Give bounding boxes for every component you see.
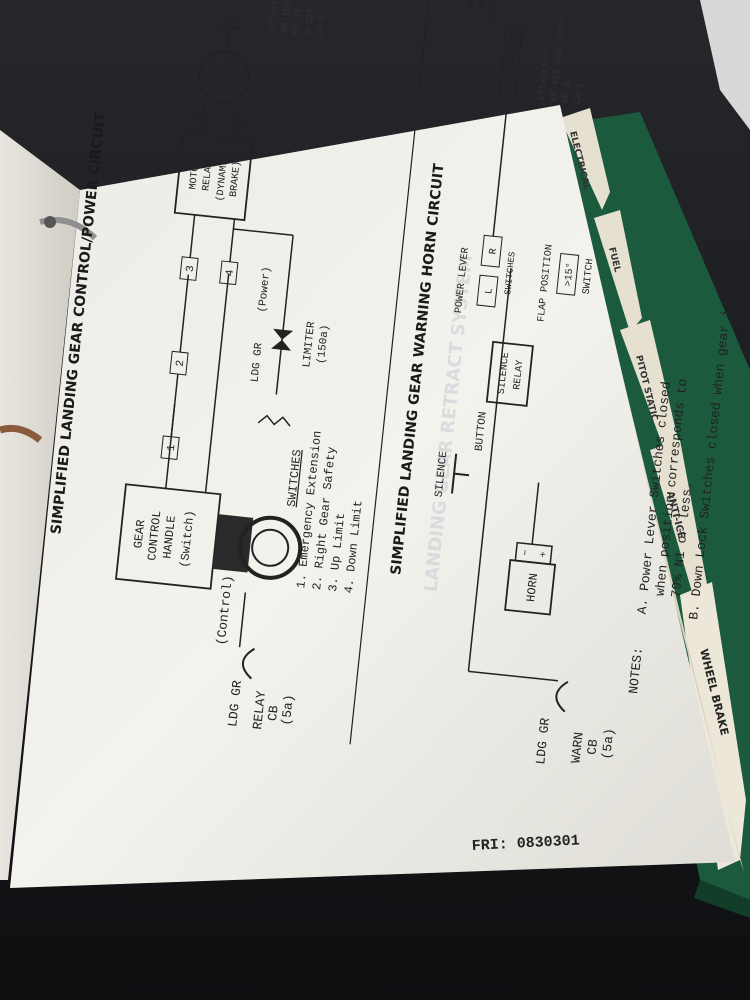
svg-text:SILENCE: SILENCE [434,450,451,498]
down-lock-switch-l [498,77,518,99]
svg-text:B-231: B-231 [303,8,316,36]
relay-cb-ldg: LDG GR [225,679,245,727]
svg-text:LA-1: LA-1 [315,15,327,38]
horn-label: HORN [524,572,541,602]
tab-wheel-brake [680,582,746,870]
relay-cb-amps: (5a) [279,694,297,727]
relay-cb-symbol [241,647,256,680]
svg-text:3: 3 [185,265,198,273]
fri-code: FRI: 0830301 [471,832,580,855]
svg-text:4: 4 [224,269,237,277]
svg-text:BE-1: BE-1 [561,81,573,104]
ground-symbol [219,25,240,30]
relay-cb-relay: RELAY [250,690,269,731]
svg-text:N: N [507,60,518,66]
svg-text:BRAKE): BRAKE) [228,160,244,197]
svg-text:LIMITER: LIMITER [301,321,318,369]
power-lever-switch-l [476,274,499,308]
binder-ring-bottom [0,424,43,443]
label-up: UP [190,113,201,125]
svg-text:L: L [484,288,496,295]
svg-text:SWITCHES: SWITCHES [503,251,517,295]
silence-relay-box [485,340,534,407]
svg-text:BUTTON: BUTTON [474,411,490,452]
left-page [0,130,80,880]
label-dn: DN [239,118,250,130]
tab-electrical [560,108,610,210]
svg-text:HANDLE: HANDLE [160,515,178,559]
svg-text:(Switch): (Switch) [178,510,198,569]
svg-text:SWITCH: SWITCH [582,258,597,295]
svg-text:DOWN: DOWN [466,0,478,13]
svg-text:SILENCE: SILENCE [497,352,512,395]
power-label: (Power) [257,266,274,313]
svg-text:RELAY: RELAY [201,161,215,192]
section-divider [349,0,435,745]
svg-text:CONTROL: CONTROL [145,510,164,562]
notes-label: NOTES: [626,646,646,694]
gear-handle-wheel [238,515,303,580]
tab-anti-ice [650,440,710,612]
background-object [700,0,750,130]
svg-text:R: R [488,248,500,255]
ldg-gr-label: LDG GR [249,342,265,383]
svg-text:(5a): (5a) [599,728,617,761]
svg-text:(DYNAMIC: (DYNAMIC [214,153,231,202]
svg-text:+: + [539,551,551,558]
svg-text:BE-17: BE-17 [291,7,304,35]
tab-pitot-static [620,320,680,460]
svg-text:1: 1 [166,444,179,452]
control-label: (Control) [214,575,236,646]
svg-text:WARN: WARN [568,731,586,764]
svg-text:GEAR: GEAR [131,519,148,549]
binder-rings [0,216,98,443]
motor-relay-box [173,132,254,222]
warn-cb-symbol [555,680,569,713]
svg-text:>15°: >15° [562,262,576,287]
svg-text:L: L [505,85,516,91]
svg-text:LDG GR: LDG GR [533,717,553,765]
manual-page [10,105,735,888]
flap-switch-box [556,252,580,296]
svg-text:RELAY: RELAY [512,359,526,390]
svg-text:R: R [510,35,521,42]
svg-text:(150a): (150a) [316,324,332,365]
svg-text:MOTOR: MOTOR [188,159,202,190]
svg-text:LA-1: LA-1 [573,82,585,105]
tab-dividers [560,108,746,870]
svg-text:2: 2 [175,359,188,367]
down-lock-switch-r [503,27,523,49]
relay-cb-cb: CB [265,705,282,722]
svg-text:MOTOR: MOTOR [220,62,234,93]
svg-text:−: − [521,549,533,556]
tab-fuel [594,210,642,332]
down-lock-switch-n [501,52,520,74]
svg-text:LOCK: LOCK [477,0,489,14]
svg-text:CB: CB [584,738,601,755]
switches-heading: SWITCHES [285,449,305,508]
